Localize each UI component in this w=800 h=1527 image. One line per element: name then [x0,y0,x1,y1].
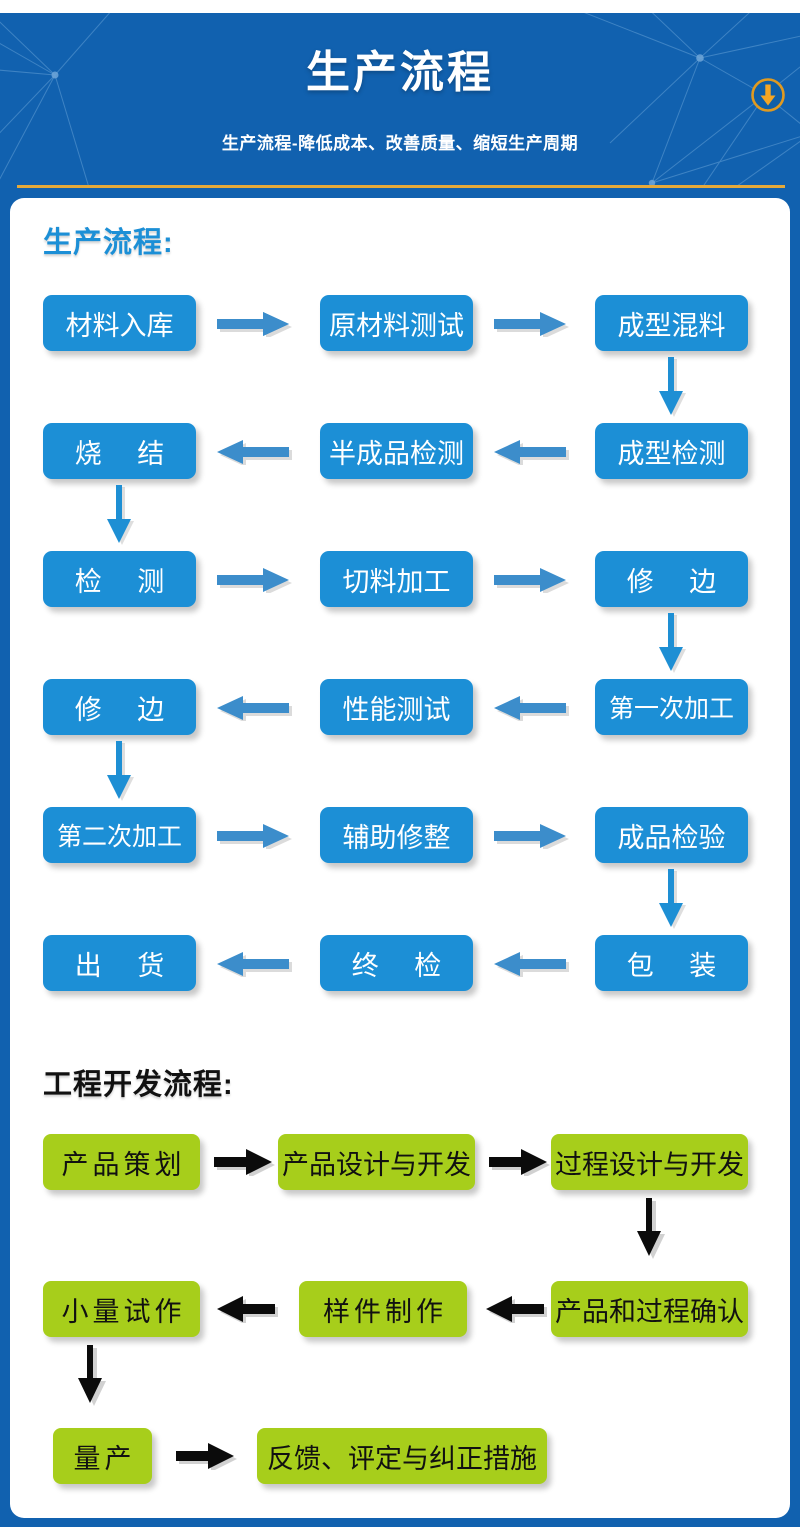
node-final-inspection[interactable]: 终 检 [320,935,473,991]
node-mass-production[interactable]: 量产 [53,1428,152,1484]
header-divider-rule [17,185,785,188]
node-sample-manufacturing[interactable]: 样件制作 [299,1281,467,1337]
blue-background-frame: 生产流程 生产流程-降低成本、改善质量、缩短生产周期 生产流程: 材料入库 [0,13,800,1527]
node-auxiliary-finishing[interactable]: 辅助修整 [320,807,473,863]
arrow-right-green-1 [213,1148,277,1176]
node-shipping[interactable]: 出 货 [43,935,196,991]
node-sintering[interactable]: 烧 结 [43,423,196,479]
arrow-left-green-2 [484,1295,548,1323]
network-pattern-background [0,13,800,185]
arrow-down-green-2 [76,1343,106,1409]
node-product-process-validation[interactable]: 产品和过程确认 [551,1281,748,1337]
arrow-right-2 [492,311,570,337]
node-semifinished-inspection[interactable]: 半成品检测 [320,423,473,479]
node-trimming-2[interactable]: 修 边 [43,679,196,735]
node-forming-mixing[interactable]: 成型混料 [595,295,748,351]
page-subtitle: 生产流程-降低成本、改善质量、缩短生产周期 [221,134,579,153]
node-feedback-assessment-corrective-action[interactable]: 反馈、评定与纠正措施 [257,1428,547,1484]
arrow-left-4 [492,695,570,721]
arrow-left-green-1 [215,1295,279,1323]
arrow-right-green-2 [488,1148,552,1176]
node-process-design-development[interactable]: 过程设计与开发 [551,1134,748,1190]
arrow-right-green-3 [175,1442,239,1470]
arrow-right-1 [215,311,293,337]
arrow-left-5 [215,951,293,977]
node-small-batch-trial[interactable]: 小量试作 [43,1281,200,1337]
section-heading-engineering: 工程开发流程: [43,1069,234,1101]
arrow-down-5 [657,867,687,931]
arrow-down-green-1 [635,1196,665,1262]
node-second-processing[interactable]: 第二次加工 [43,807,196,863]
arrow-right-6 [492,823,570,849]
page-header: 生产流程 生产流程-降低成本、改善质量、缩短生产周期 [0,13,800,185]
node-finished-product-inspection[interactable]: 成品检验 [595,807,748,863]
node-forming-inspection[interactable]: 成型检测 [595,423,748,479]
arrow-down-4 [105,739,135,803]
node-performance-test[interactable]: 性能测试 [320,679,473,735]
arrow-left-1 [215,439,293,465]
node-raw-material-test[interactable]: 原材料测试 [320,295,473,351]
node-cutting-processing[interactable]: 切料加工 [320,551,473,607]
arrow-right-5 [215,823,293,849]
arrow-right-3 [215,567,293,593]
section-heading-production: 生产流程: [43,227,174,259]
node-product-design-development[interactable]: 产品设计与开发 [278,1134,475,1190]
page-title: 生产流程 [306,48,494,97]
arrow-down-1 [657,355,687,419]
node-packaging[interactable]: 包 装 [595,935,748,991]
node-first-processing[interactable]: 第一次加工 [595,679,748,735]
node-material-warehousing[interactable]: 材料入库 [43,295,196,351]
arrow-left-3 [215,695,293,721]
arrow-left-6 [492,951,570,977]
arrow-right-4 [492,567,570,593]
arrow-down-2 [105,483,135,547]
arrow-down-3 [657,611,687,675]
download-circle-icon[interactable] [749,76,787,114]
node-inspection[interactable]: 检 测 [43,551,196,607]
content-card: 生产流程: 材料入库 原材料测试 成型混料 [10,198,790,1518]
node-product-planning[interactable]: 产品策划 [43,1134,200,1190]
arrow-left-2 [492,439,570,465]
node-trimming-1[interactable]: 修 边 [595,551,748,607]
